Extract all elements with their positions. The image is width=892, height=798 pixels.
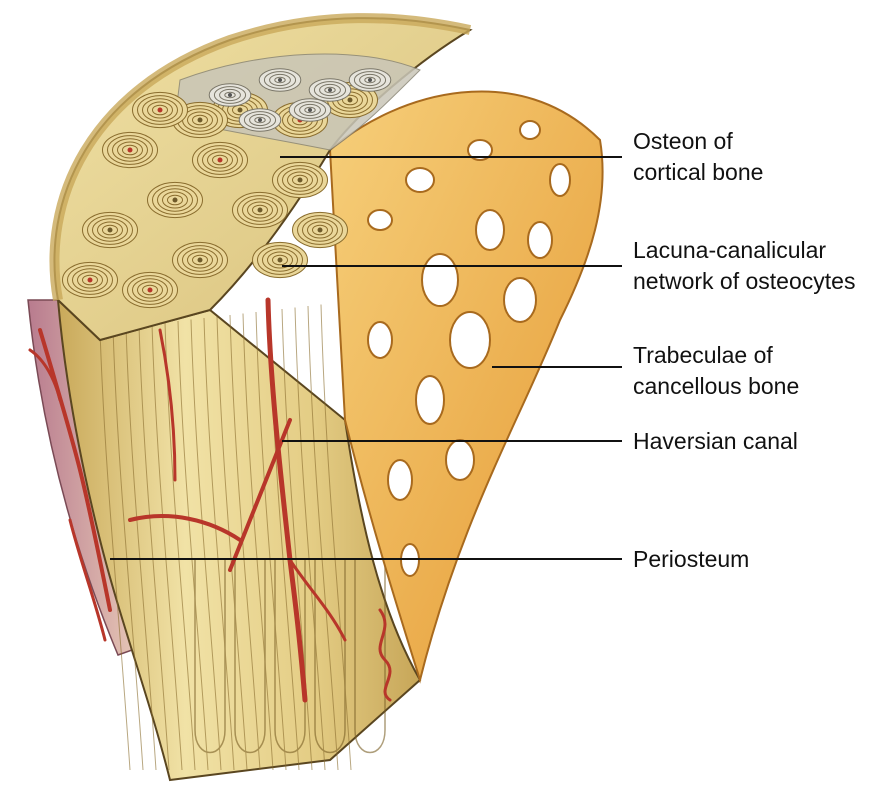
label-line: cortical bone	[633, 157, 763, 188]
osteon	[173, 242, 228, 277]
label-line: cancellous bone	[633, 371, 799, 402]
label-trabeculae-of-cancellous-bone: Trabeculae of cancellous bone	[633, 340, 799, 402]
label-line: Haversian canal	[633, 426, 798, 457]
osteon	[273, 162, 328, 197]
label-line: Periosteum	[633, 544, 749, 575]
trabecular-space	[504, 278, 536, 322]
osteon	[253, 242, 308, 277]
trabecular-space	[416, 376, 444, 424]
trabecular-space	[446, 440, 474, 480]
trabecular-space	[528, 222, 552, 258]
label-haversian-canal: Haversian canal	[633, 426, 798, 457]
osteon	[103, 132, 158, 167]
trabecular-space	[422, 254, 458, 306]
osteon	[293, 212, 348, 247]
osteon-grey	[259, 69, 301, 91]
label-lacuna-canalicular-network: Lacuna-canalicular network of osteocytes	[633, 235, 855, 297]
trabecular-space	[476, 210, 504, 250]
osteon	[133, 92, 188, 127]
label-line: Lacuna-canalicular	[633, 235, 855, 266]
label-osteon-of-cortical-bone: Osteon of cortical bone	[633, 126, 763, 188]
label-periosteum: Periosteum	[633, 544, 749, 575]
osteon-grey	[209, 84, 251, 106]
label-line: Osteon of	[633, 126, 763, 157]
osteon-grey	[289, 99, 331, 121]
osteon	[193, 142, 248, 177]
trabecular-space	[520, 121, 540, 139]
osteon	[63, 262, 118, 297]
label-line: Trabeculae of	[633, 340, 799, 371]
trabecular-space	[388, 460, 412, 500]
osteon	[233, 192, 288, 227]
label-line: network of osteocytes	[633, 266, 855, 297]
trabecular-space	[368, 322, 392, 358]
osteon	[123, 272, 178, 307]
trabecular-space	[406, 168, 434, 192]
osteon	[83, 212, 138, 247]
osteon-grey	[239, 109, 281, 131]
trabecular-space	[368, 210, 392, 230]
osteon-grey	[309, 79, 351, 101]
trabecular-space	[550, 164, 570, 196]
trabecular-space	[450, 312, 490, 368]
osteon	[148, 182, 203, 217]
osteon-grey	[349, 69, 391, 91]
